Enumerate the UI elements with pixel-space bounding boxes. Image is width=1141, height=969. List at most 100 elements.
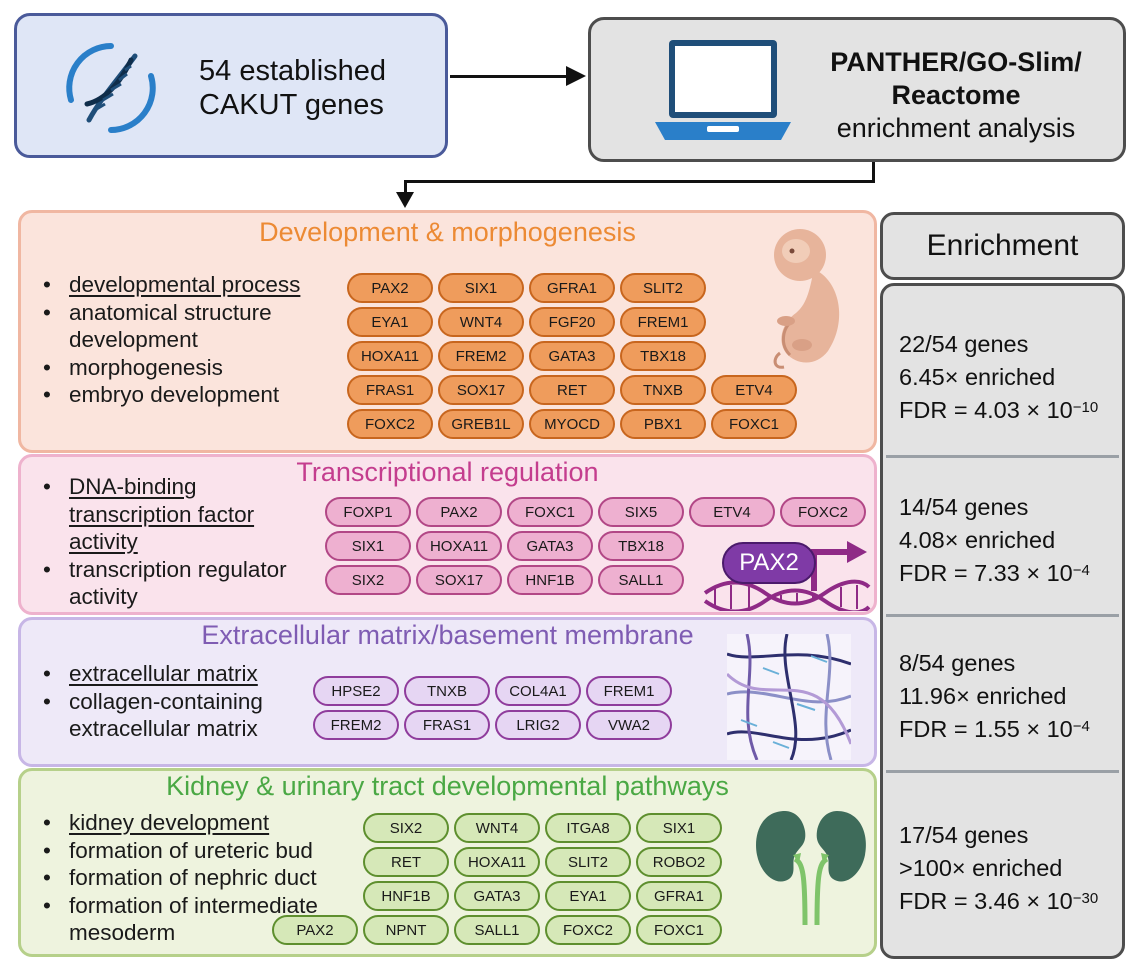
fold-enrichment: 4.08× enriched bbox=[899, 527, 1056, 553]
term-item: developmental process bbox=[39, 271, 300, 299]
gene-pill-ret: RET bbox=[363, 847, 449, 877]
gene-pill-fras1: FRAS1 bbox=[347, 375, 433, 405]
term-item-continued: extracellular matrix bbox=[69, 716, 258, 741]
dna-binding-icon bbox=[703, 541, 871, 611]
gene-pill-etv4: ETV4 bbox=[689, 497, 775, 527]
gene-pill-foxc2: FOXC2 bbox=[545, 915, 631, 945]
gene-pill-tnxb: TNXB bbox=[620, 375, 706, 405]
section-title: Kidney & urinary tract developmental pat… bbox=[166, 771, 729, 801]
enrichment-divider bbox=[886, 614, 1119, 617]
tool-subtitle: enrichment analysis bbox=[836, 113, 1076, 143]
embryo-icon bbox=[773, 229, 840, 369]
gene-pill-six2: SIX2 bbox=[363, 813, 449, 843]
gene-pill-sox17: SOX17 bbox=[416, 565, 502, 595]
gene-pill-wnt4: WNT4 bbox=[438, 307, 524, 337]
section-title: Development & morphogenesis bbox=[259, 217, 636, 247]
gene-pill-lrig2: LRIG2 bbox=[495, 710, 581, 740]
gene-pill-pax2: PAX2 bbox=[416, 497, 502, 527]
term-item-continued: mesoderm bbox=[69, 920, 176, 945]
pax2-label: PAX2 bbox=[739, 549, 799, 576]
gene-pill-hoxa11: HOXA11 bbox=[454, 847, 540, 877]
term-list: kidney development formation of ureteric… bbox=[39, 809, 318, 947]
section-kidney: Kidney & urinary tract developmental pat… bbox=[18, 768, 877, 957]
enrichment-header: Enrichment bbox=[880, 212, 1125, 280]
gene-pill-vwa2: VWA2 bbox=[586, 710, 672, 740]
enrichment-stats-extracellular: 8/54 genes 11.96× enriched FDR = 1.55 × … bbox=[899, 647, 1090, 746]
fiber-matrix-icon bbox=[727, 634, 851, 760]
gene-pill-greb1l: GREB1L bbox=[438, 409, 524, 439]
gene-pill-robo2: ROBO2 bbox=[636, 847, 722, 877]
term-item-continued: transcription factor bbox=[69, 501, 255, 527]
enrichment-tool-box: PANTHER/GO-Slim/ Reactome enrichment ana… bbox=[588, 17, 1126, 162]
gene-pill-foxc1: FOXC1 bbox=[636, 915, 722, 945]
gene-pill-foxp1: FOXP1 bbox=[325, 497, 411, 527]
term-list: developmental process anatomical structu… bbox=[39, 271, 300, 409]
gene-pill-slit2: SLIT2 bbox=[620, 273, 706, 303]
gene-pill-six2: SIX2 bbox=[325, 565, 411, 595]
term-item-continued: activity bbox=[69, 584, 138, 609]
enrichment-divider bbox=[886, 455, 1119, 458]
term-item: formation of nephric duct bbox=[39, 864, 318, 892]
fold-enrichment: 6.45× enriched bbox=[899, 364, 1056, 390]
gene-pill-frem1: FREM1 bbox=[620, 307, 706, 337]
gene-pill-hnf1b: HNF1B bbox=[507, 565, 593, 595]
gene-pill-etv4: ETV4 bbox=[711, 375, 797, 405]
enrichment-column: 22/54 genes 6.45× enriched FDR = 4.03 × … bbox=[880, 283, 1125, 959]
gene-count: 22/54 genes bbox=[899, 331, 1029, 357]
section-title: Transcriptional regulation bbox=[296, 457, 599, 487]
gene-pill-wnt4: WNT4 bbox=[454, 813, 540, 843]
fdr-value: FDR = 1.55 × 10−4 bbox=[899, 716, 1090, 742]
term-item-continued: development bbox=[69, 327, 198, 352]
enrichment-divider bbox=[886, 770, 1119, 773]
gene-pill-foxc2: FOXC2 bbox=[780, 497, 866, 527]
gene-count: 17/54 genes bbox=[899, 822, 1029, 848]
genes-label: 54 established CAKUT genes bbox=[199, 54, 386, 122]
gene-pill-pbx1: PBX1 bbox=[620, 409, 706, 439]
section-extracellular: Extracellular matrix/basement membrane e… bbox=[18, 617, 877, 767]
gene-pill-gata3: GATA3 bbox=[507, 531, 593, 561]
gene-pill-eya1: EYA1 bbox=[545, 881, 631, 911]
gene-pill-foxc2: FOXC2 bbox=[347, 409, 433, 439]
genes-label-line-2: CAKUT genes bbox=[199, 89, 384, 121]
gene-pill-gfra1: GFRA1 bbox=[636, 881, 722, 911]
gene-pill-tbx18: TBX18 bbox=[598, 531, 684, 561]
gene-count: 14/54 genes bbox=[899, 494, 1029, 520]
dna-icon bbox=[66, 43, 156, 133]
gene-pill-sall1: SALL1 bbox=[598, 565, 684, 595]
gene-pill-tbx18: TBX18 bbox=[620, 341, 706, 371]
enrichment-stats-kidney: 17/54 genes >100× enriched FDR = 3.46 × … bbox=[899, 819, 1098, 918]
fdr-value: FDR = 3.46 × 10−30 bbox=[899, 888, 1099, 914]
term-item: collagen-containing bbox=[39, 688, 263, 716]
gene-pill-hoxa11: HOXA11 bbox=[416, 531, 502, 561]
gene-count: 8/54 genes bbox=[899, 650, 1016, 676]
enrichment-stats-development: 22/54 genes 6.45× enriched FDR = 4.03 × … bbox=[899, 328, 1098, 427]
gene-pill-six1: SIX1 bbox=[438, 273, 524, 303]
gene-pill-myocd: MYOCD bbox=[529, 409, 615, 439]
term-list: DNA-binding transcription factor activit… bbox=[39, 473, 287, 611]
term-item: DNA-binding bbox=[39, 473, 287, 501]
arrow-down-vertical-2 bbox=[404, 180, 407, 194]
gene-pill-six1: SIX1 bbox=[636, 813, 722, 843]
gene-pill-frem2: FREM2 bbox=[438, 341, 524, 371]
term-item: extracellular matrix bbox=[39, 660, 263, 688]
gene-pill-foxc1: FOXC1 bbox=[507, 497, 593, 527]
gene-pill-sall1: SALL1 bbox=[454, 915, 540, 945]
kidney-icon bbox=[756, 811, 866, 926]
gene-pill-tnxb: TNXB bbox=[404, 676, 490, 706]
section-transcription: Transcriptional regulation DNA-binding t… bbox=[18, 454, 877, 615]
section-title: Extracellular matrix/basement membrane bbox=[201, 620, 694, 650]
gene-pill-pax2: PAX2 bbox=[272, 915, 358, 945]
gene-pill-foxc1: FOXC1 bbox=[711, 409, 797, 439]
laptop-icon bbox=[655, 40, 791, 140]
gene-pill-gata3: GATA3 bbox=[454, 881, 540, 911]
arrow-down-horizontal bbox=[404, 180, 875, 183]
gene-pill-col4a1: COL4A1 bbox=[495, 676, 581, 706]
gene-pill-frem1: FREM1 bbox=[586, 676, 672, 706]
gene-pill-hpse2: HPSE2 bbox=[313, 676, 399, 706]
gene-pill-hoxa11: HOXA11 bbox=[347, 341, 433, 371]
term-item: formation of ureteric bud bbox=[39, 837, 318, 865]
term-item: kidney development bbox=[39, 809, 318, 837]
gene-pill-fgf20: FGF20 bbox=[529, 307, 615, 337]
gene-pill-pax2: PAX2 bbox=[347, 273, 433, 303]
gene-pill-six5: SIX5 bbox=[598, 497, 684, 527]
